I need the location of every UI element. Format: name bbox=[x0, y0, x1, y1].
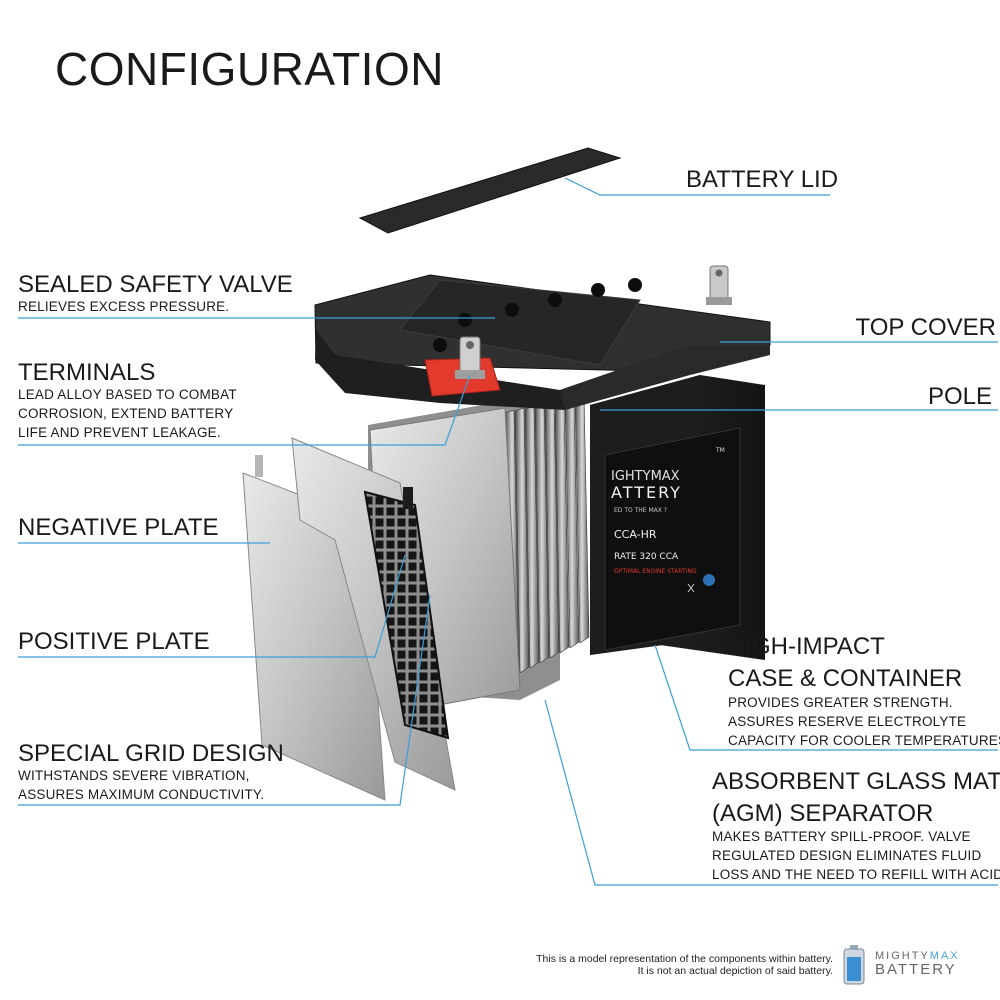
label-pole: POLE bbox=[927, 383, 992, 410]
desc-case-3: CAPACITY FOR COOLER TEMPERATURES. bbox=[728, 733, 1000, 748]
case-label-recycle-icon bbox=[687, 583, 695, 593]
desc-case-2: ASSURES RESERVE ELECTROLYTE bbox=[728, 714, 967, 729]
leader-special-grid bbox=[18, 594, 431, 806]
leader-case bbox=[654, 644, 998, 751]
desc-agm-1: MAKES BATTERY SPILL-PROOF. VALVE bbox=[712, 829, 971, 844]
desc-special-grid-2: ASSURES MAXIMUM CONDUCTIVITY. bbox=[18, 787, 265, 802]
disclaimer: This is a model representation of the co… bbox=[536, 953, 833, 977]
label-case-2: CASE & CONTAINER bbox=[728, 665, 963, 692]
desc-case-1: PROVIDES GREATER STRENGTH. bbox=[728, 695, 953, 710]
top-cover bbox=[314, 265, 771, 410]
case-label-rating: RATE 320 CCA bbox=[614, 552, 679, 562]
desc-special-grid-1: WITHSTANDS SEVERE VIBRATION, bbox=[18, 768, 250, 783]
leader-terminals bbox=[18, 374, 471, 446]
terminal-negative bbox=[706, 265, 732, 305]
case-label-tm: TM bbox=[715, 447, 725, 454]
disclaimer-line-2: It is not an actual depiction of said ba… bbox=[637, 965, 833, 977]
case-label-tagline: ED TO THE MAX ? bbox=[614, 507, 667, 514]
plate-fin bbox=[514, 407, 530, 674]
desc-terminals-3: LIFE AND PREVENT LEAKAGE. bbox=[18, 425, 221, 440]
case-label-seal-icon bbox=[703, 574, 715, 586]
leader-battery-lid bbox=[564, 177, 830, 196]
brand-logo: MIGHTYMAX BATTERY bbox=[875, 950, 960, 978]
brand-battery: BATTERY bbox=[875, 961, 957, 978]
desc-terminals-2: CORROSION, EXTEND BATTERY bbox=[18, 406, 234, 421]
case-label-model: CCA-HR bbox=[614, 528, 657, 541]
battery-logo-icon bbox=[843, 945, 865, 985]
label-case-1: HIGH-IMPACT bbox=[728, 633, 885, 660]
plate-stack bbox=[368, 395, 590, 716]
label-top-cover: TOP COVER bbox=[855, 314, 996, 341]
case-label-note: OPTIMAL ENGINE STARTING bbox=[614, 568, 697, 575]
case-label-panel bbox=[604, 427, 741, 651]
positive-plate-lug bbox=[403, 487, 413, 509]
negative-plate-lug bbox=[255, 455, 263, 477]
label-battery-lid: BATTERY LID bbox=[686, 166, 839, 193]
battery-lid-strip bbox=[358, 147, 622, 234]
label-agm-1: ABSORBENT GLASS MAT bbox=[712, 768, 1000, 795]
label-negative-plate: NEGATIVE PLATE bbox=[18, 514, 219, 541]
label-sealed-safety-valve: SEALED SAFETY VALVE bbox=[18, 271, 293, 298]
leader-agm bbox=[544, 699, 998, 886]
case-label-brand2: ATTERY bbox=[611, 483, 682, 502]
label-terminals: TERMINALS bbox=[18, 359, 156, 386]
brand-max: MAX bbox=[929, 950, 960, 962]
page-title: CONFIGURATION bbox=[55, 43, 444, 95]
disclaimer-line-1: This is a model representation of the co… bbox=[536, 953, 833, 965]
label-agm-2: (AGM) SEPARATOR bbox=[712, 800, 934, 827]
terminal-positive bbox=[455, 336, 485, 379]
desc-agm-3: LOSS AND THE NEED TO REFILL WITH ACID. bbox=[712, 867, 1000, 882]
label-positive-plate: POSITIVE PLATE bbox=[18, 628, 210, 655]
brand-mighty: MIGHTY bbox=[875, 950, 930, 962]
desc-terminals-1: LEAD ALLOY BASED TO COMBAT bbox=[18, 387, 237, 402]
desc-agm-2: REGULATED DESIGN ELIMINATES FLUID bbox=[712, 848, 982, 863]
leader-positive-plate bbox=[18, 554, 406, 658]
case-label-brand1: IGHTYMAX bbox=[611, 469, 680, 484]
desc-sealed-safety-valve: RELIEVES EXCESS PRESSURE. bbox=[18, 299, 230, 314]
label-special-grid: SPECIAL GRID DESIGN bbox=[18, 740, 284, 767]
leader-lines bbox=[18, 177, 998, 886]
